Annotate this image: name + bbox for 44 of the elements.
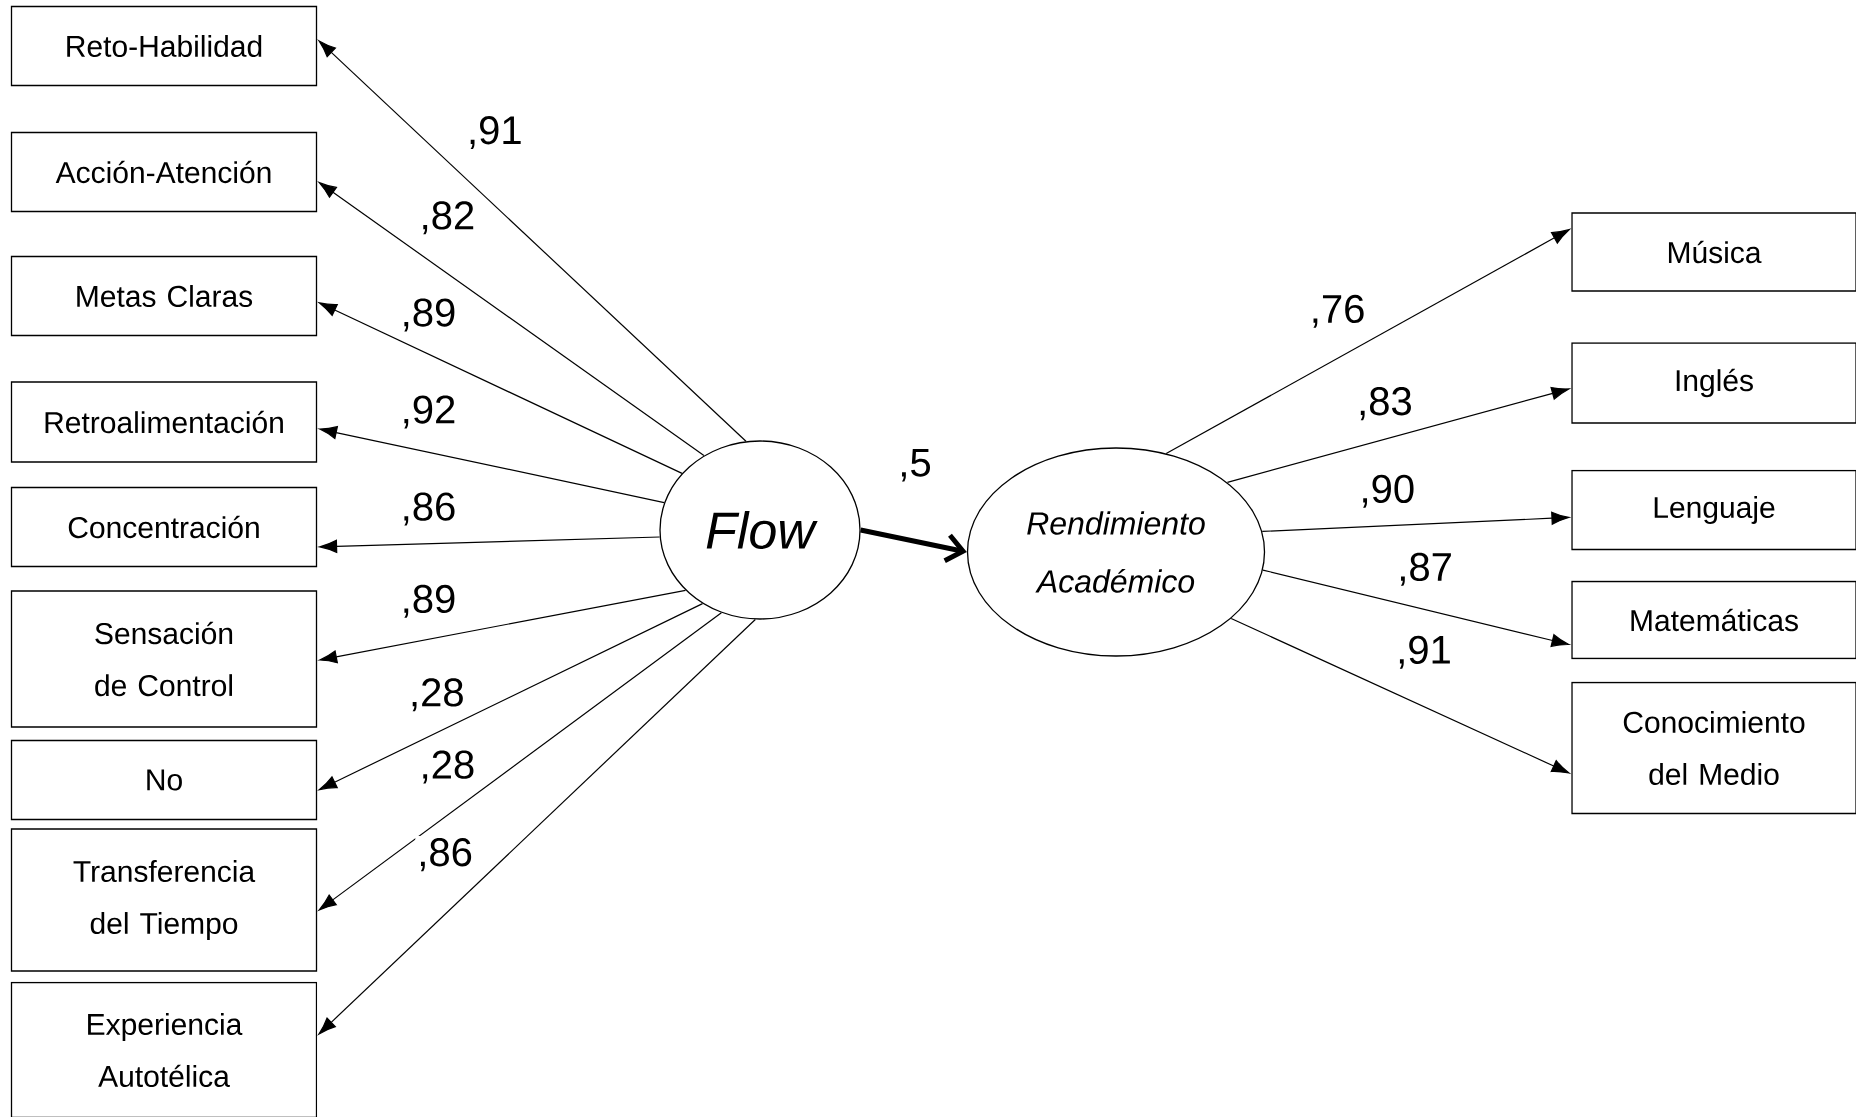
arrow: [1261, 511, 1570, 533]
arrow: [318, 302, 683, 474]
arrow: [860, 527, 967, 563]
arrow: [1165, 229, 1570, 455]
variable-box: Experiencia Autotélica: [10, 981, 318, 1117]
edge-label: ,86: [398, 490, 459, 528]
edge-label: ,91: [465, 114, 525, 152]
edge-label: ,5: [896, 446, 934, 484]
variable-box: Transferencia del Tiempo: [10, 828, 318, 972]
edge-label: ,89: [398, 582, 459, 620]
variable-box: Concentración: [10, 486, 318, 568]
arrow: [319, 536, 661, 553]
variable-box: Música: [1571, 212, 1856, 292]
variable-box: Lenguaje: [1571, 469, 1856, 551]
arrow: [319, 589, 687, 664]
edge-label: ,92: [398, 393, 459, 431]
edge-label: ,90: [1357, 472, 1418, 510]
edge-label: ,28: [407, 676, 467, 714]
edge-label: ,86: [415, 836, 475, 874]
variable-box: Acción-Atención: [10, 131, 318, 213]
variable-box: No: [10, 739, 318, 821]
edge-label: ,82: [417, 199, 478, 237]
arrow: [1262, 569, 1570, 647]
variable-box: Matemáticas: [1571, 580, 1856, 660]
edge-label: ,76: [1307, 292, 1368, 330]
edge-label: ,87: [1395, 550, 1455, 588]
edge-label: ,89: [398, 296, 459, 334]
variable-box: Reto-Habilidad: [10, 5, 318, 87]
arrow: [318, 612, 722, 911]
arrow: [318, 618, 756, 1035]
arrow: [318, 603, 704, 791]
arrow: [1230, 617, 1570, 774]
edge-label: ,28: [417, 748, 478, 786]
variable-box: Inglés: [1571, 342, 1856, 424]
edge-label: ,83: [1355, 385, 1415, 423]
arrow: [1226, 386, 1570, 483]
variable-box: Metas Claras: [10, 255, 318, 337]
arrow: [318, 182, 705, 457]
edge-label: ,91: [1394, 633, 1454, 671]
variable-box: Sensación de Control: [10, 590, 318, 728]
variable-box: Conocimiento del Medio: [1571, 681, 1856, 815]
arrow: [319, 426, 665, 504]
arrow: [318, 40, 747, 442]
variable-box: Retroalimentación: [10, 381, 318, 463]
